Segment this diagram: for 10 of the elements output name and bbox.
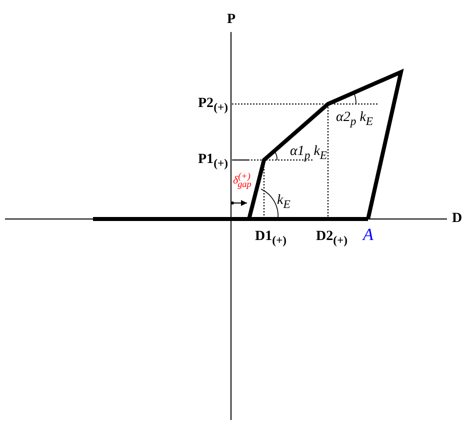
axis-tick-label: D1$_{(+)}$ <box>255 229 287 249</box>
axis-tick-label: P2$_{(+)}$ <box>198 96 228 116</box>
axis-tick-label: P1$_{(+)}$ <box>198 152 228 172</box>
point-label: A <box>363 227 374 243</box>
slope-label: α1$_{p}$ k$_{E}$ <box>290 144 328 164</box>
slope-label: α2$_{p}$ k$_{E}$ <box>336 110 374 130</box>
axis-tick-label: D2$_{(+)}$ <box>316 229 348 249</box>
axis-label: P <box>227 12 236 28</box>
slope-label: k$_{E}$ <box>277 193 290 213</box>
axis-label: D <box>452 211 462 227</box>
